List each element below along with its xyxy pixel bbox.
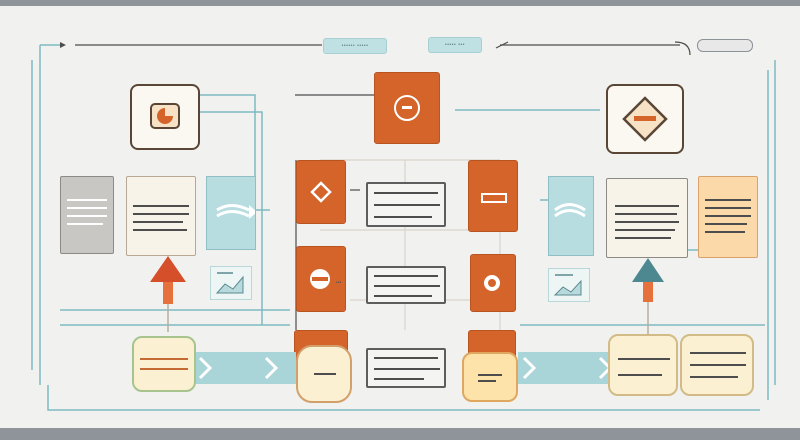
right-text-document[interactable]	[606, 178, 688, 258]
center-document-3[interactable]	[366, 348, 446, 388]
doc-line	[133, 213, 189, 215]
doc-line	[67, 223, 103, 225]
left-text-document[interactable]	[126, 176, 196, 256]
card-line	[140, 368, 188, 370]
center-document-2[interactable]	[366, 266, 446, 304]
doc-line	[374, 192, 438, 194]
process-node-2[interactable]	[296, 246, 346, 312]
card-line	[690, 364, 746, 366]
doc-line	[705, 223, 747, 225]
doc-line	[374, 378, 424, 380]
left-chart-thumbnail[interactable]	[210, 266, 252, 300]
doc-line	[374, 368, 440, 370]
card-line	[140, 358, 188, 360]
card-line	[690, 352, 746, 354]
window-top-bar	[0, 0, 800, 6]
doc-line	[705, 215, 751, 217]
area-chart-icon	[553, 274, 582, 296]
doc-line	[133, 229, 187, 231]
top-label-pill-right: ••••• •••	[428, 37, 482, 53]
pie-chart-icon	[150, 103, 180, 129]
doc-line	[133, 221, 183, 223]
curved-arrow-icon	[554, 203, 586, 218]
right-teal-panel[interactable]	[548, 176, 594, 256]
circle-target-icon	[394, 95, 420, 121]
left-gray-document[interactable]	[60, 176, 114, 254]
center-document-1[interactable]	[366, 182, 446, 227]
minus-circle-icon	[310, 269, 330, 289]
area-chart-icon	[215, 272, 244, 294]
right-input-card-1[interactable]	[608, 334, 678, 396]
top-right-toggle[interactable]	[697, 39, 753, 52]
doc-line	[374, 295, 432, 297]
left-input-card[interactable]	[132, 336, 196, 392]
top-label-pill-left: •••••• •••••	[323, 38, 387, 54]
window-bottom-bar	[0, 428, 800, 440]
right-flow-bar	[518, 352, 610, 384]
doc-line	[374, 357, 438, 359]
left-teal-panel[interactable]	[206, 176, 257, 250]
bottom-terminal-node[interactable]	[296, 345, 352, 403]
doc-line	[67, 207, 107, 209]
doc-line	[374, 216, 432, 218]
doc-line	[615, 205, 679, 207]
card-line	[618, 374, 662, 376]
doc-line	[374, 285, 440, 287]
process-node-4[interactable]	[468, 160, 518, 232]
doc-line	[133, 205, 189, 207]
doc-line	[615, 213, 677, 215]
right-input-card-2[interactable]	[680, 334, 754, 396]
small-tag: •••	[336, 280, 342, 286]
doc-line	[705, 231, 745, 233]
right-icon-card[interactable]	[606, 84, 684, 154]
process-node-5[interactable]	[470, 254, 516, 312]
right-peach-document[interactable]	[698, 176, 758, 258]
teal-up-arrow-icon	[632, 258, 664, 334]
top-label-left-text: •••••• •••••	[341, 43, 369, 49]
left-icon-card[interactable]	[130, 84, 200, 150]
doc-line	[374, 204, 440, 206]
doc-line	[705, 207, 751, 209]
ring-icon	[484, 275, 500, 291]
output-line-1	[478, 374, 502, 376]
terminal-line	[314, 373, 336, 375]
doc-line	[67, 199, 107, 201]
double-arrow-icon	[216, 204, 257, 219]
card-line	[618, 358, 670, 360]
doc-line	[67, 215, 107, 217]
left-flow-bar	[196, 352, 296, 384]
red-up-arrow-icon	[150, 256, 186, 332]
doc-line	[615, 221, 679, 223]
card-line	[690, 376, 738, 378]
top-label-right-text: ••••• •••	[445, 42, 465, 48]
rectangle-icon	[481, 193, 507, 203]
top-process-node[interactable]	[374, 72, 440, 144]
output-line-2	[478, 380, 496, 382]
doc-line	[374, 275, 438, 277]
diamond-tag-icon	[622, 96, 668, 142]
process-node-1[interactable]	[296, 160, 346, 224]
doc-line	[615, 237, 671, 239]
bottom-output-node[interactable]	[462, 352, 518, 402]
diamond-icon	[310, 181, 332, 203]
doc-line	[615, 229, 675, 231]
right-chart-thumbnail[interactable]	[548, 268, 590, 302]
doc-line	[705, 199, 751, 201]
